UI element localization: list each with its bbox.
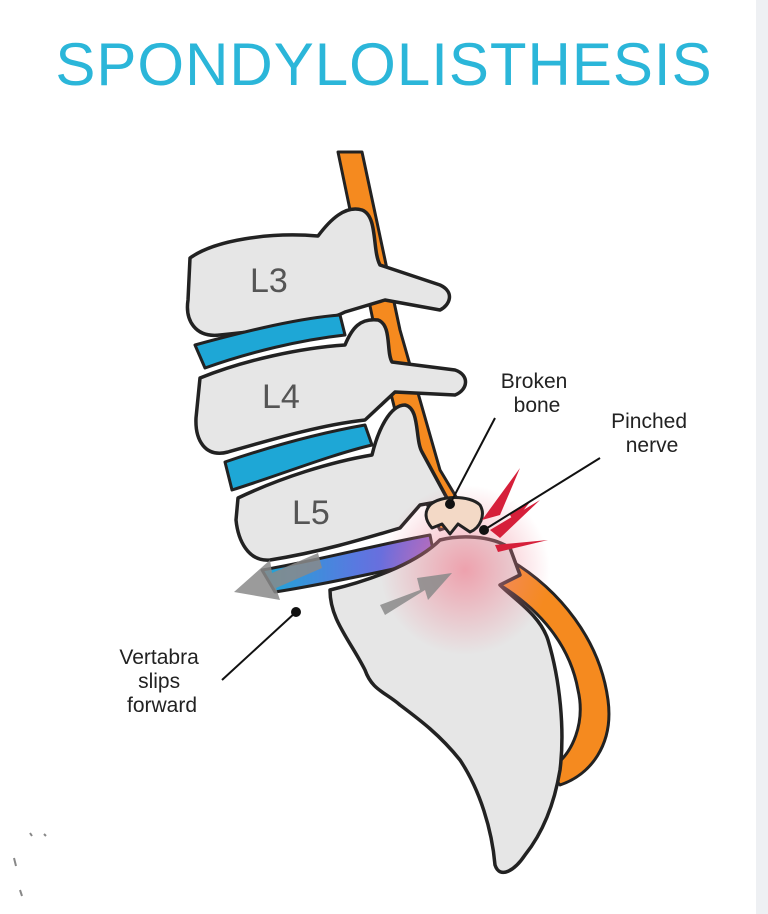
annotation-slips-forward: Vertabra slips forward <box>119 646 204 717</box>
pain-spark-3 <box>495 540 548 552</box>
annotation-pinched-nerve-line-2: nerve <box>626 434 679 457</box>
annotation-broken-bone-line-1: Broken <box>501 370 568 393</box>
leader-pinched-nerve <box>483 457 601 531</box>
disc-l3-l4 <box>193 313 347 370</box>
stray-marks <box>13 832 47 897</box>
diagram-title: SPONDYLOLISTHESIS <box>55 31 713 98</box>
disc-l4-l5 <box>223 423 374 492</box>
nerve-root <box>498 558 611 787</box>
slip-arrow-left <box>234 553 322 600</box>
annotation-slips-forward-line-3: forward <box>127 694 197 717</box>
annotation-broken-bone-line-2: bone <box>514 394 561 417</box>
leader-slips-forward <box>221 611 297 681</box>
pain-spark-1 <box>482 468 520 520</box>
annotation-pinched-nerve-line-1: Pinched <box>611 410 687 433</box>
dot-slips-forward <box>291 607 301 617</box>
broken-bone-fragment <box>424 496 484 536</box>
annotation-slips-forward-line-2: slips <box>138 670 180 693</box>
label-l5: L5 <box>292 494 330 532</box>
label-l4: L4 <box>262 378 300 416</box>
annotation-pinched-nerve: Pinched nerve <box>611 410 693 457</box>
annotation-broken-bone: Broken bone <box>501 370 573 417</box>
pain-spark-4 <box>510 502 530 522</box>
annotation-slips-forward-line-1: Vertabra <box>119 646 199 669</box>
pressure-arrow-right <box>380 573 452 615</box>
right-edge-strip <box>756 0 768 914</box>
vertebra-l3 <box>185 207 452 337</box>
leader-broken-bone <box>449 417 496 505</box>
vertebra-l5 <box>234 403 450 562</box>
vertebra-l4 <box>194 318 468 455</box>
label-l3: L3 <box>250 262 288 300</box>
dot-pinched-nerve <box>479 525 489 535</box>
dot-broken-bone <box>445 499 455 509</box>
